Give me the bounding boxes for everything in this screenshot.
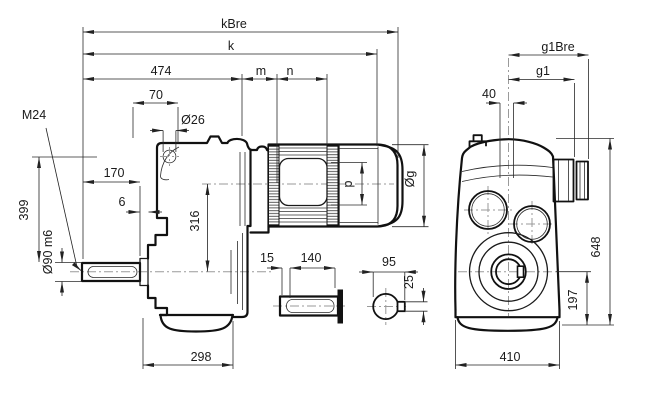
- shaft-section-key: [396, 300, 406, 313]
- dimensions-side-view: kBre k 474 m n 70 Ø26 170 6 316: [17, 17, 429, 369]
- dimensions-front-view: 40 g1 g1Bre 648 197 410: [455, 40, 614, 369]
- keyway-detail-slot: [286, 299, 335, 313]
- keyway-detail-shoulder: [337, 289, 343, 324]
- boss-circle-right-inner: [516, 208, 548, 240]
- dim-label-og: Øg: [403, 171, 417, 188]
- housing-right-hub: [231, 148, 252, 319]
- shaft-stub-inner: [552, 158, 575, 203]
- boss-circle-left: [468, 190, 508, 230]
- dim-label-g1bre: g1Bre: [541, 40, 574, 54]
- dim-label-g1: g1: [536, 64, 550, 78]
- dim-label-k: k: [228, 39, 235, 53]
- boss-circle-right: [513, 205, 551, 243]
- motor-brake-shell: [377, 143, 404, 228]
- front-view: [454, 58, 589, 332]
- side-view: [70, 135, 404, 333]
- housing-dome-line: [461, 164, 553, 172]
- vent-plug: [468, 134, 487, 147]
- dim-label-197: 197: [566, 290, 580, 311]
- dim-label-140: 140: [301, 251, 322, 265]
- motor-frame-panel: [278, 157, 328, 207]
- shaft-collar: [139, 257, 149, 287]
- dim-label-648: 648: [589, 237, 603, 258]
- shaft-stub-outer: [575, 160, 589, 201]
- housing-inner-rib: [160, 146, 180, 181]
- housing-left-hub: [146, 146, 169, 317]
- dim-label-25: 25: [402, 275, 416, 289]
- front-housing-bottom: [454, 308, 561, 319]
- boss-circle-left-inner: [471, 193, 505, 227]
- dimensions-shaft-details: 15 140 95 25: [260, 251, 428, 325]
- dim-label-p: p: [341, 180, 355, 187]
- dim-label-40: 40: [482, 87, 496, 101]
- motor-fins: [279, 147, 327, 223]
- dim-label-6: 6: [119, 195, 126, 209]
- front-bottom-skirt: [456, 316, 559, 332]
- housing-bottom-skirt: [159, 313, 234, 333]
- dim-label-298: 298: [191, 350, 212, 364]
- hub-circle-bore: [490, 253, 527, 290]
- housing-dome-line: [461, 174, 553, 182]
- hub-circle-outer: [468, 232, 549, 312]
- dim-label-95: 95: [382, 255, 396, 269]
- motor-rib-band-right: [326, 145, 339, 226]
- housing-top-profile: [155, 135, 270, 152]
- motor-rib-band-left: [268, 145, 280, 226]
- dim-label-m: m: [256, 64, 266, 78]
- dim-label-70: 70: [149, 88, 163, 102]
- hub-circle-mid: [478, 241, 539, 302]
- shaft-section-view: [367, 288, 406, 325]
- adapter-bottom: [249, 225, 270, 234]
- dim-label-316: 316: [188, 211, 202, 232]
- dim-label-170: 170: [104, 166, 125, 180]
- dim-label-n: n: [287, 64, 294, 78]
- dim-label-o26: Ø26: [181, 113, 205, 127]
- dim-label-410: 410: [500, 350, 521, 364]
- front-keyway: [516, 265, 525, 279]
- keyway-detail-view: [273, 289, 345, 324]
- shaft-keyway: [87, 266, 138, 278]
- dim-label-o90m6: Ø90 m6: [41, 230, 55, 275]
- dim-label-474: 474: [151, 64, 172, 78]
- dim-label-15: 15: [260, 251, 274, 265]
- dim-label-399: 399: [17, 200, 31, 221]
- dim-label-m24: M24: [22, 108, 46, 122]
- dim-label-kbre: kBre: [221, 17, 247, 31]
